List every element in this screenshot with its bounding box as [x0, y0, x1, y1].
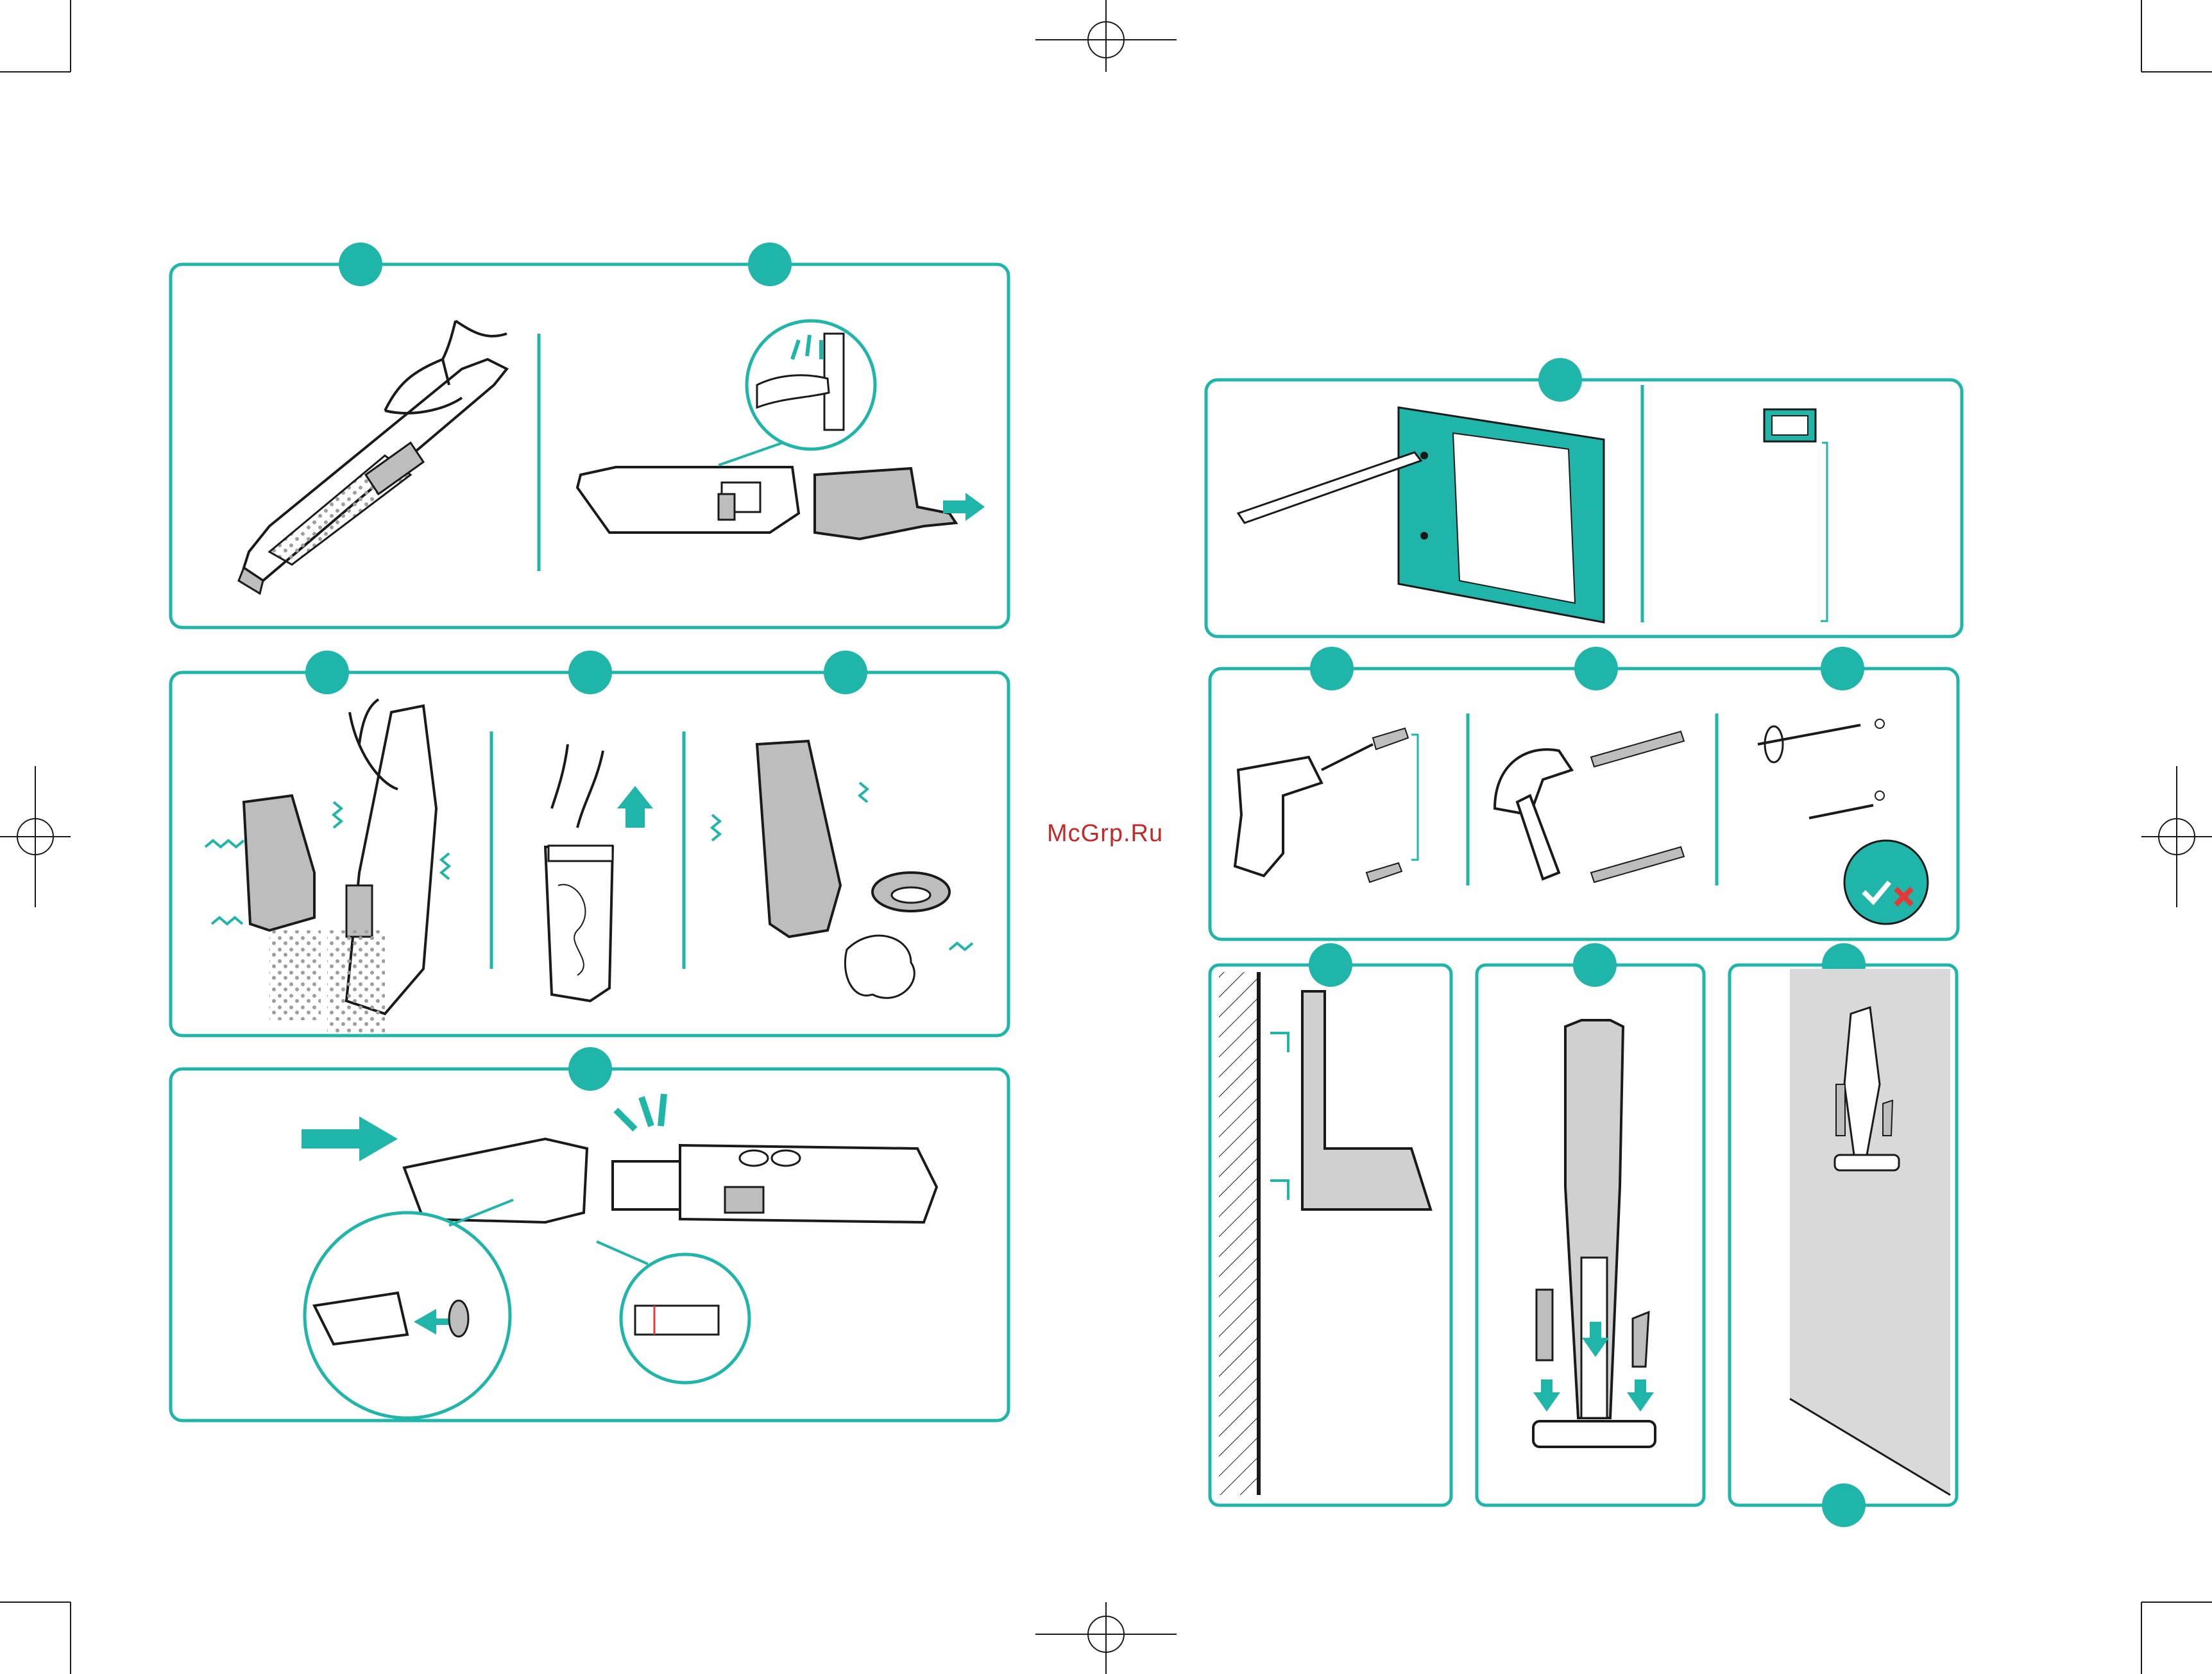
vacuum-bin-removed	[577, 467, 985, 539]
step-marker	[1573, 943, 1617, 987]
detail-zoom-icon	[305, 1200, 513, 1418]
template-icon	[1399, 407, 1604, 622]
bin-shaken	[205, 796, 321, 1020]
panel-wall-template	[1206, 358, 1962, 636]
registration-mark-left	[0, 766, 71, 907]
step-marker	[568, 651, 612, 694]
shake-icon	[205, 841, 244, 924]
panel-clean-filter	[171, 651, 1008, 1036]
screwdriver-icon	[1758, 719, 1884, 818]
drill-icon	[1235, 728, 1418, 882]
filter-bag-icon	[545, 744, 653, 1001]
panel-wall-bracket	[1210, 943, 1451, 1505]
vacuum-vertical	[327, 699, 449, 1033]
dust-icon	[269, 930, 321, 1020]
pencil-icon	[1238, 452, 1421, 523]
hammer-icon	[1495, 731, 1684, 882]
step-marker	[339, 243, 382, 286]
arrow-down-icon	[1533, 1379, 1560, 1412]
step-marker	[1822, 1483, 1866, 1527]
detail-zoom-icon	[597, 1242, 749, 1383]
panel-empty-dust-bin	[171, 243, 1008, 628]
detail-zoom-icon	[719, 321, 875, 465]
arrow-right-icon	[302, 1116, 398, 1161]
step-marker	[824, 651, 867, 694]
click-icon	[616, 1094, 664, 1129]
panel-wall-mounted	[1730, 943, 1957, 1527]
vacuum-assembly	[404, 1094, 937, 1222]
wall-bracket-icon	[1270, 991, 1431, 1209]
step-marker	[1310, 647, 1354, 690]
panel-reassemble	[171, 1047, 1008, 1421]
wall-section	[1219, 972, 1257, 1495]
registration-mark-bottom	[1035, 1602, 1177, 1674]
filter-parts	[712, 741, 973, 998]
panel-charging-base	[1477, 943, 1704, 1505]
step-marker	[748, 243, 792, 286]
step-marker	[568, 1047, 612, 1091]
registration-mark-top	[1035, 0, 1177, 72]
step-marker	[1309, 943, 1352, 987]
step-marker	[1574, 647, 1618, 690]
watermark-text: McGrp.Ru	[1047, 820, 1163, 848]
arrow-up-icon	[617, 786, 653, 828]
charging-base-icon	[1533, 1020, 1655, 1447]
step-marker	[1821, 647, 1864, 690]
level-icon	[1764, 409, 1827, 621]
step-marker	[305, 651, 349, 694]
registration-mark-right	[2141, 766, 2212, 907]
arrow-down-icon	[1627, 1379, 1654, 1412]
panel-drill-and-mount	[1210, 647, 1958, 939]
handheld-vacuum	[239, 359, 507, 594]
shake-icon	[712, 783, 973, 950]
detail-zoom-icon	[1844, 841, 1928, 924]
step-marker	[1538, 358, 1582, 402]
